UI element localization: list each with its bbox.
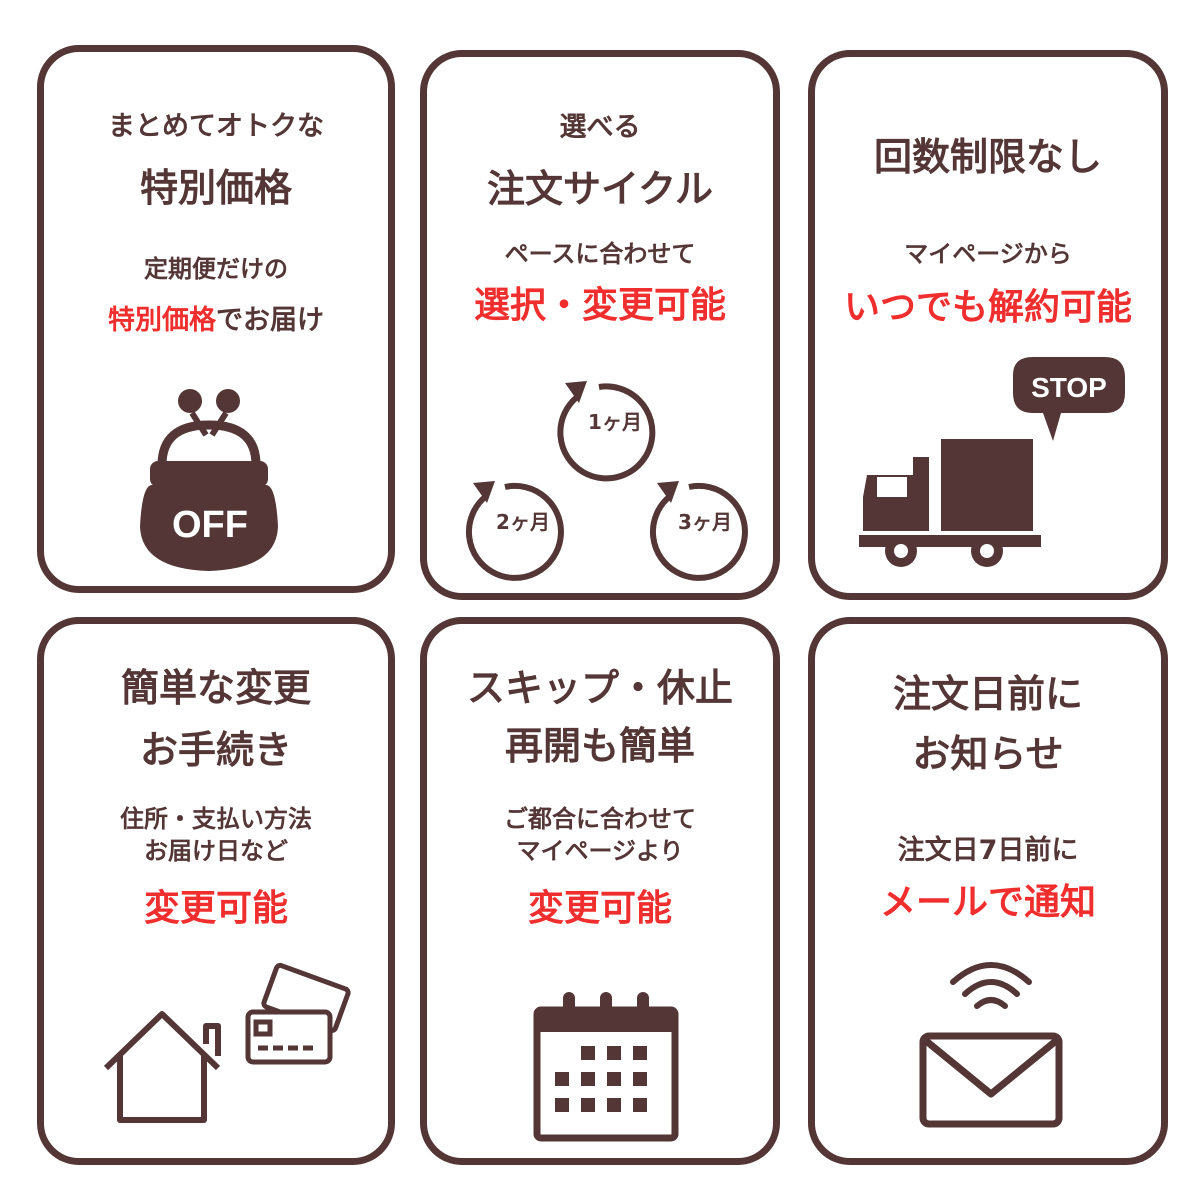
card-skip-pause: スキップ・休止 再開も簡単 ご都合に合わせて マイページより 変更可能 (420, 617, 780, 1165)
card-highlight: 変更可能 (143, 888, 288, 929)
card-title-line-1: まとめてオトクな (108, 111, 324, 142)
cycle-3-months: 3ヶ月 (649, 481, 748, 581)
cycle-label-1: 1ヶ月 (588, 410, 642, 434)
off-label: OFF (172, 504, 248, 546)
coin-purse-icon: OFF (140, 389, 278, 571)
card-title-line-2: 再開も簡単 (504, 724, 695, 768)
card-body-line-2: 特別価格でお届け (44, 306, 388, 336)
calendar-icon (533, 992, 679, 1142)
card-title: 回数制限なし (873, 135, 1102, 179)
card-notification: 注文日前に お知らせ 注文日7日前に メールで通知 (808, 617, 1168, 1165)
card-highlight: メールで通知 (879, 882, 1096, 923)
card-title-line-2: お手続き (139, 728, 292, 772)
card-title-line-1: 選べる (559, 112, 641, 143)
house-icon (103, 1011, 221, 1123)
cycle-label-2: 2ヶ月 (496, 510, 550, 534)
card-special-price: まとめてオトクな 特別価格 定期便だけの 特別価格でお届け OFF (37, 45, 395, 593)
card-title-line-2: 注文サイクル (486, 167, 714, 211)
credit-card-icon (245, 962, 351, 1065)
card-highlight: いつでも解約可能 (843, 287, 1132, 328)
card-body-line-1: ご都合に合わせて (504, 805, 696, 833)
card-highlight: 選択・変更可能 (473, 285, 726, 326)
delivery-truck-icon: STOP (859, 357, 1125, 567)
card-title-line-2: 特別価格 (139, 166, 292, 210)
stop-label: STOP (1031, 372, 1107, 403)
card-body-line-1: 住所・支払い方法 (120, 805, 312, 833)
email-notification-icon (919, 962, 1063, 1128)
card-body: 定期便だけの (144, 255, 288, 283)
card-no-limit: 回数制限なし マイページから いつでも解約可能 STOP (808, 50, 1168, 600)
house-and-card-icon (103, 962, 351, 1123)
wifi-signal-icon (950, 962, 1032, 1009)
card-body: 注文日7日前に (897, 835, 1079, 866)
card-highlight: 特別価格 (108, 305, 216, 336)
card-title-line-1: スキップ・休止 (466, 666, 733, 710)
cycle-2-months: 2ヶ月 (465, 481, 564, 581)
card-easy-change: 簡単な変更 お手続き 住所・支払い方法 お届け日など 変更可能 (37, 617, 395, 1165)
cycle-label-3: 3ヶ月 (678, 510, 732, 534)
card-body-line-2: マイページより (516, 837, 684, 865)
card-body-line-2: お届け日など (144, 837, 288, 865)
cycle-arrows-icon: 1ヶ月 2ヶ月 3ヶ月 (465, 381, 748, 581)
card-title-line-1: 簡単な変更 (120, 666, 311, 710)
card-order-cycle: 選べる 注文サイクル ペースに合わせて 選択・変更可能 1ヶ月 2ヶ月 3ヶ月 (420, 50, 780, 600)
card-body: マイページから (904, 240, 1072, 268)
cycle-1-month: 1ヶ月 (557, 381, 656, 482)
card-title-line-1: 注文日前に (892, 672, 1083, 716)
card-title-line-2: お知らせ (912, 732, 1064, 776)
card-body-suffix: でお届け (216, 305, 324, 336)
card-body: ペースに合わせて (504, 240, 696, 268)
card-highlight: 変更可能 (527, 888, 672, 929)
